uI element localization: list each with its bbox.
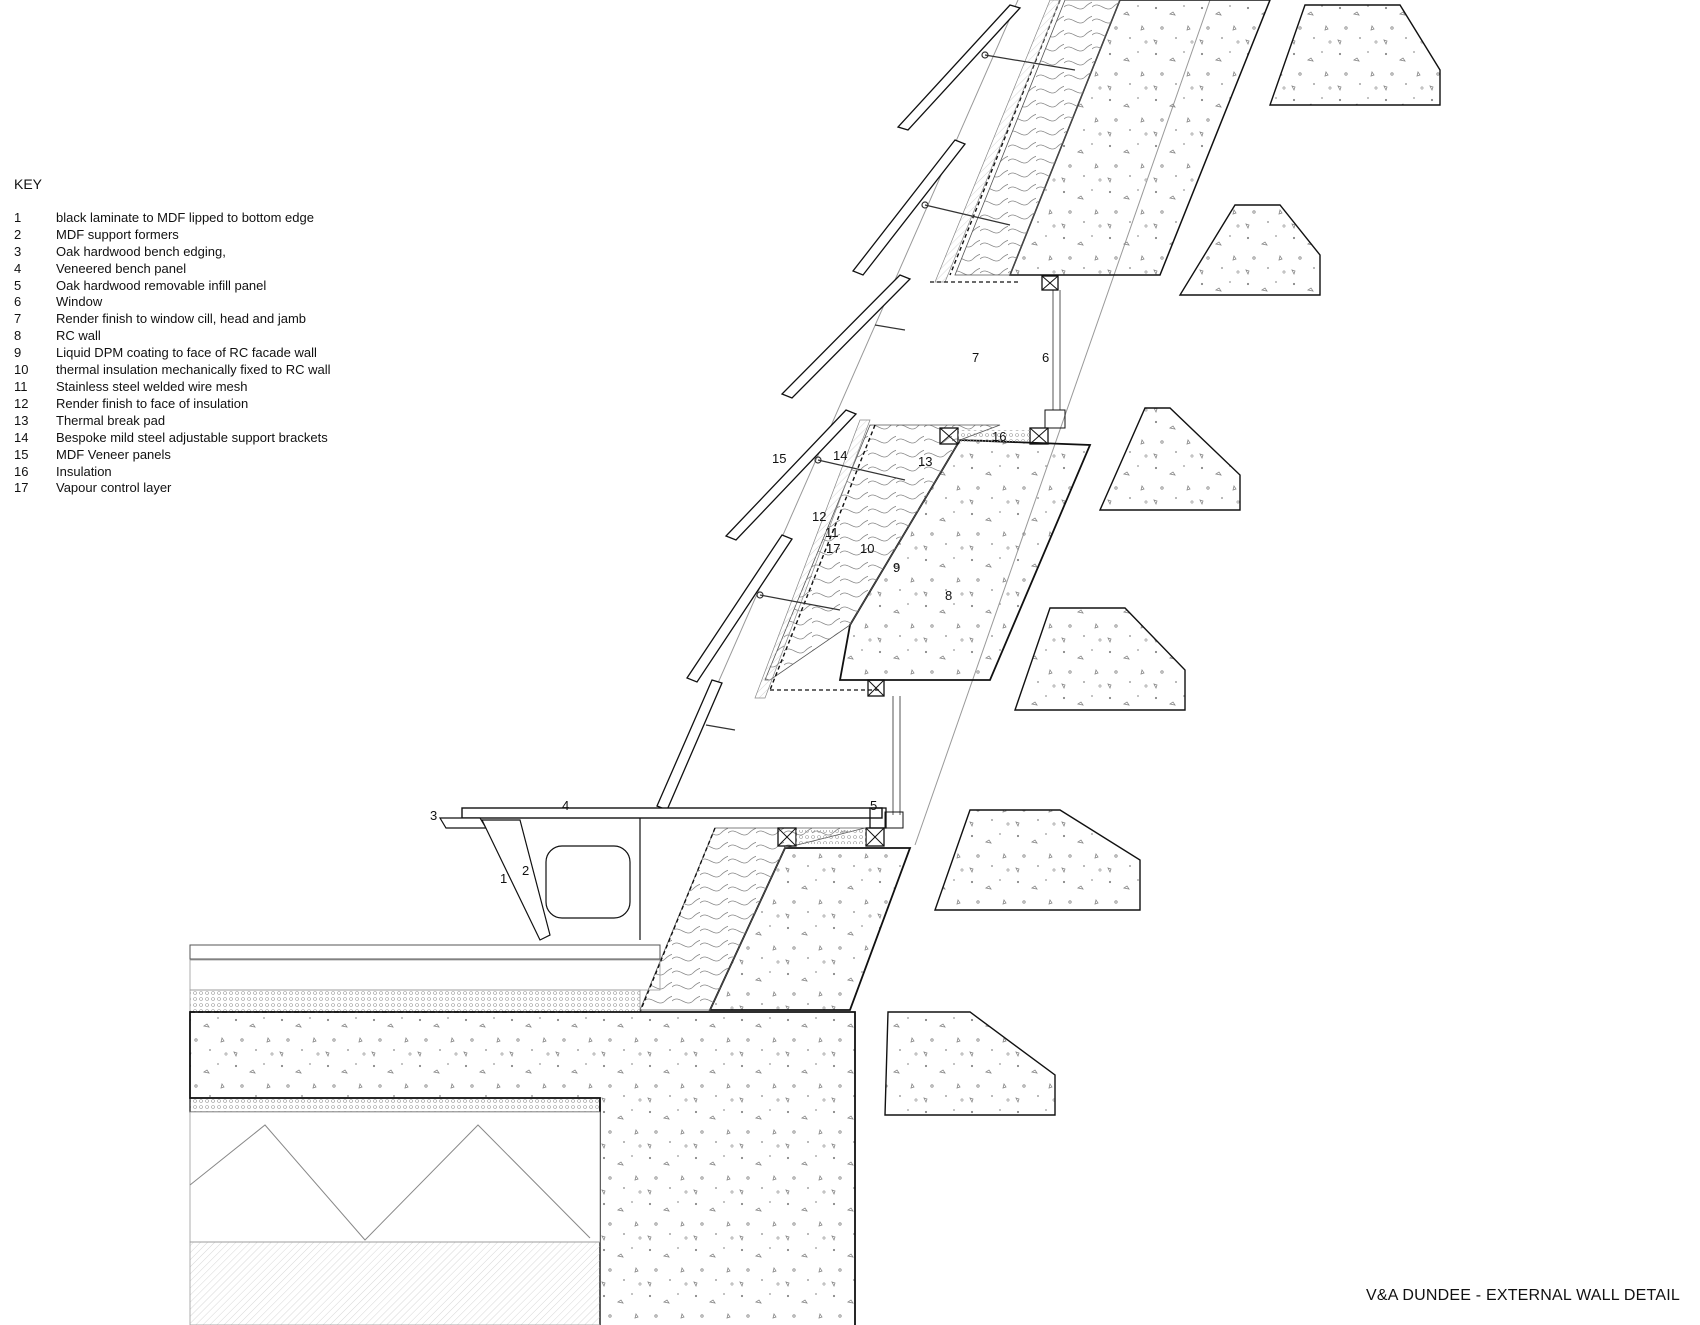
- key-item-number: 2: [14, 226, 22, 242]
- rc-wall-upper: [930, 0, 1271, 283]
- key-item-number: 12: [14, 395, 29, 411]
- key-item-text: Veneered bench panel: [56, 260, 187, 276]
- callout-17: 17: [826, 541, 840, 556]
- key-item-number: 13: [14, 412, 29, 428]
- key-item: 11 Stainless steel welded wire mesh: [14, 379, 331, 396]
- mdf-veneer-panels: [656, 4, 1022, 811]
- key-item-number: 1: [14, 209, 22, 225]
- key-item-text: thermal insulation mechanically fixed to…: [56, 362, 331, 378]
- key-item-text: Oak hardwood removable infill panel: [56, 277, 267, 293]
- key-item-number: 3: [14, 243, 22, 259]
- key-title: KEY: [14, 176, 43, 192]
- key-item-number: 6: [14, 294, 22, 310]
- callout-9: 9: [893, 560, 900, 575]
- callout-8: 8: [945, 588, 952, 603]
- key-item-number: 11: [14, 378, 28, 394]
- bench: [438, 807, 887, 941]
- callout-2: 2: [522, 863, 529, 878]
- key-item-number: 9: [14, 345, 22, 361]
- key-item: 10 thermal insulation mechanically fixed …: [14, 362, 331, 379]
- rc-slab: [189, 1011, 856, 1325]
- callout-7: 7: [972, 350, 979, 365]
- key-item: 1 black laminate to MDF lipped to bottom …: [14, 210, 331, 227]
- callout-10: 10: [860, 541, 874, 556]
- key-item-text: black laminate to MDF lipped to bottom e…: [56, 209, 314, 225]
- key-item-text: Thermal break pad: [56, 412, 166, 428]
- key-item-number: 17: [14, 480, 29, 496]
- rc-wall-lower: [639, 827, 912, 1013]
- callout-6: 6: [1042, 350, 1049, 365]
- key-item-text: Stainless steel welded wire mesh: [56, 378, 248, 394]
- key-item: 5 Oak hardwood removable infill panel: [14, 278, 331, 295]
- callout-16: 16: [992, 429, 1006, 444]
- key-item: 9 Liquid DPM coating to face of RC facade…: [14, 345, 331, 362]
- key-item-text: Bespoke mild steel adjustable support br…: [56, 429, 328, 445]
- key-item-text: Window: [56, 294, 103, 310]
- key-item: 15 MDF Veneer panels: [14, 447, 331, 464]
- key-item: 12 Render finish to face of insulation: [14, 396, 331, 413]
- callout-15: 15: [772, 451, 786, 466]
- key-item: 8 RC wall: [14, 328, 331, 345]
- key-item: 14 Bespoke mild steel adjustable support …: [14, 430, 331, 447]
- drawing-caption: V&A DUNDEE - EXTERNAL WALL DETAIL: [1366, 1287, 1680, 1304]
- callout-4: 4: [562, 798, 569, 813]
- key-item-text: Insulation: [56, 463, 112, 479]
- key-item: 13 Thermal break pad: [14, 413, 331, 430]
- key-item: 4 Veneered bench panel: [14, 261, 331, 278]
- key-item: 7 Render finish to window cill, head and …: [14, 311, 331, 328]
- key-item-text: RC wall: [56, 328, 101, 344]
- callout-14: 14: [833, 448, 847, 463]
- key-item-number: 8: [14, 328, 22, 344]
- key-item: 6 Window: [14, 294, 331, 311]
- callout-13: 13: [918, 454, 932, 469]
- precast-units: [884, 4, 1441, 1116]
- key-item-number: 4: [14, 260, 22, 276]
- key-item: 3 Oak hardwood bench edging,: [14, 244, 331, 261]
- key-item-text: Liquid DPM coating to face of RC facade …: [56, 345, 317, 361]
- floor-buildup: [189, 944, 661, 1013]
- callout-11: 11: [825, 525, 839, 540]
- key-item-number: 15: [14, 446, 29, 462]
- callout-3: 3: [430, 808, 437, 823]
- key-item-number: 16: [14, 463, 29, 479]
- key-item: 17 Vapour control layer: [14, 480, 331, 497]
- callout-12: 12: [812, 509, 826, 524]
- callout-5: 5: [870, 798, 877, 813]
- key-item-text: Render finish to face of insulation: [56, 395, 249, 411]
- key-item-text: Oak hardwood bench edging,: [56, 243, 226, 259]
- key-item: 2 MDF support formers: [14, 227, 331, 244]
- key-legend: KEY 1 black laminate to MDF lipped to bot…: [14, 176, 331, 497]
- callout-1: 1: [500, 871, 507, 886]
- key-item: 16 Insulation: [14, 464, 331, 481]
- key-item-text: Render finish to window cill, head and j…: [56, 311, 307, 327]
- key-item-number: 5: [14, 277, 22, 293]
- key-item-number: 14: [14, 429, 29, 445]
- key-item-text: MDF support formers: [56, 226, 179, 242]
- rc-wall-middle: [754, 419, 1092, 699]
- key-item-text: MDF Veneer panels: [56, 446, 171, 462]
- callout-labels: 1 2 3 4 5 6 7 8 9 10 11 12 13 14 15 16 1…: [430, 350, 1049, 886]
- key-item-number: 7: [14, 311, 22, 327]
- window-frames: [884, 275, 1066, 829]
- key-list: 1 black laminate to MDF lipped to bottom …: [14, 210, 331, 497]
- key-item-text: Vapour control layer: [56, 480, 172, 496]
- key-item-number: 10: [14, 362, 29, 378]
- support-brackets: [705, 51, 1076, 731]
